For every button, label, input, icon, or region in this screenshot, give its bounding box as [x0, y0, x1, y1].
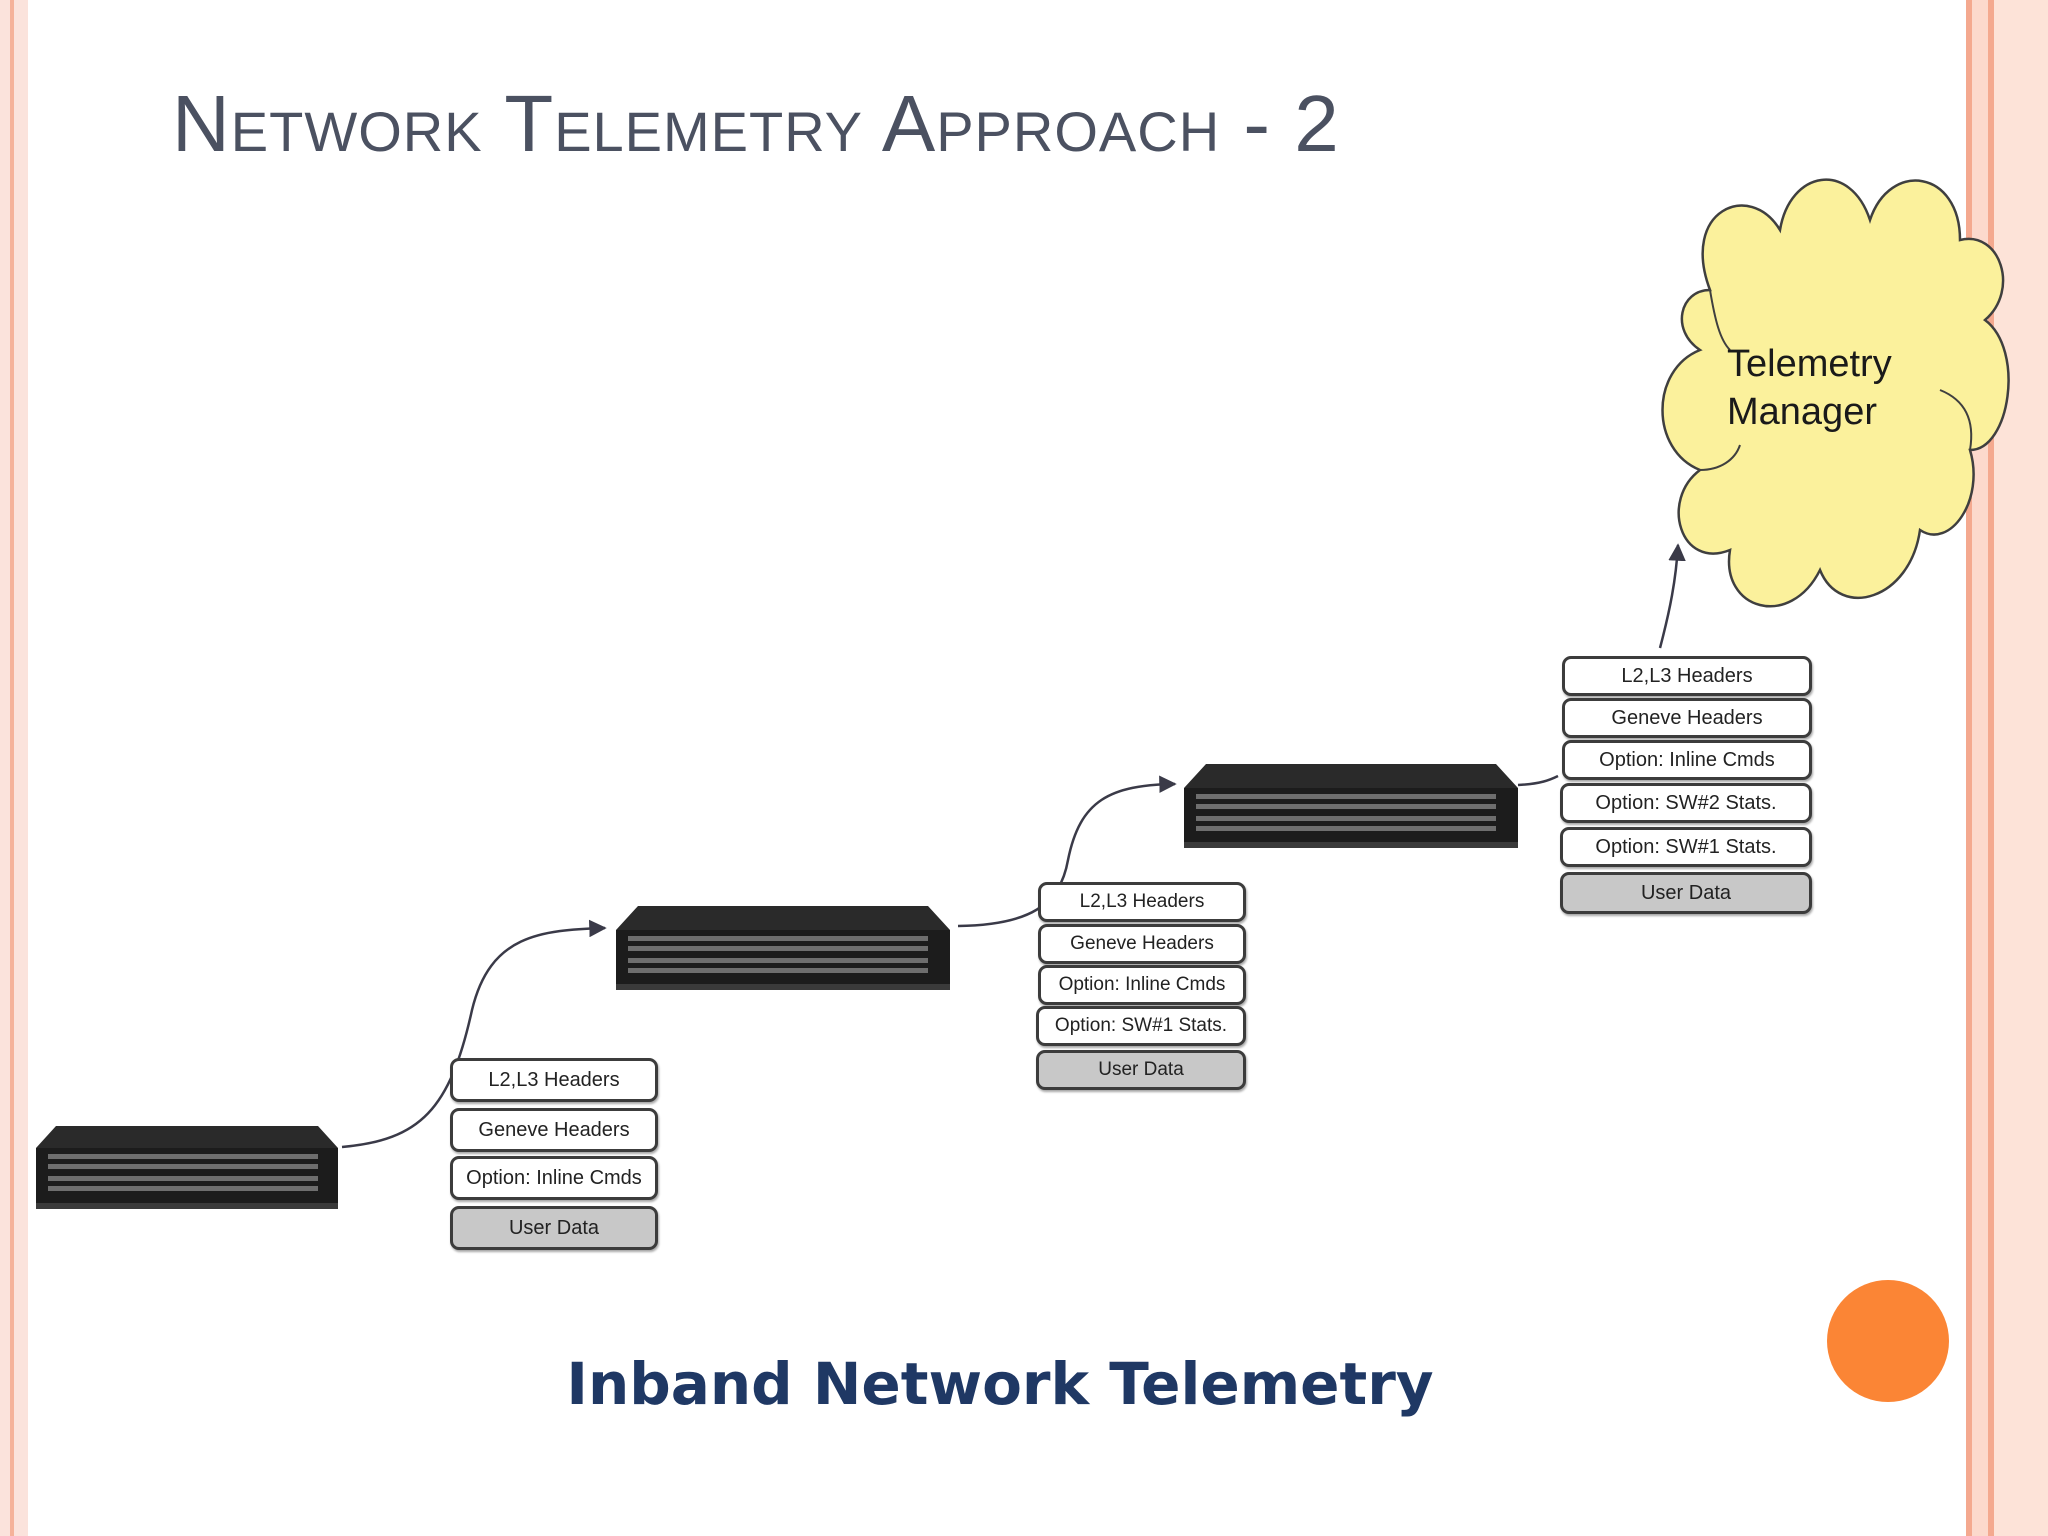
- network-switch-icon: [36, 1126, 338, 1209]
- arrow-switch3-to-cloud: [1517, 774, 1559, 787]
- left-border-decoration: [0, 0, 28, 1536]
- packet-field: Option: Inline Cmds: [450, 1156, 658, 1200]
- slide-title: Network Telemetry Approach - 2: [172, 79, 1340, 168]
- network-switch-1: [36, 1126, 338, 1216]
- packet-user-data: User Data: [450, 1206, 658, 1250]
- packet-stack-2: L2,L3 Headers Geneve Headers Option: Inl…: [1036, 882, 1246, 1090]
- packet-field: Geneve Headers: [1562, 698, 1812, 738]
- packet-field: Geneve Headers: [1038, 924, 1246, 964]
- slide-caption: Inband Network Telemetry: [566, 1350, 1434, 1418]
- packet-field: Option: SW#1 Stats.: [1036, 1006, 1246, 1046]
- packet-field: Option: Inline Cmds: [1038, 965, 1246, 1005]
- network-switch-2: [616, 906, 950, 996]
- packet-field: Option: SW#2 Stats.: [1560, 783, 1812, 823]
- packet-stack-1: L2,L3 Headers Geneve Headers Option: Inl…: [450, 1058, 658, 1252]
- cloud-icon: [1661, 178, 2010, 608]
- packet-field: L2,L3 Headers: [450, 1058, 658, 1102]
- network-switch-icon: [616, 906, 950, 990]
- packet-field: L2,L3 Headers: [1038, 882, 1246, 922]
- arrow-to-telemetry-manager: [1658, 543, 1686, 649]
- packet-field: Geneve Headers: [450, 1108, 658, 1152]
- packet-field: L2,L3 Headers: [1562, 656, 1812, 696]
- arrow-switch1-to-switch2: [341, 919, 607, 1149]
- arrow-switch2-to-switch3: [957, 775, 1177, 928]
- packet-user-data: User Data: [1036, 1050, 1246, 1090]
- telemetry-manager-label: Telemetry Manager: [1727, 343, 1892, 433]
- network-switch-3: [1184, 764, 1518, 854]
- accent-circle: [1827, 1280, 1949, 1402]
- packet-user-data: User Data: [1560, 872, 1812, 914]
- network-switch-icon: [1184, 764, 1518, 848]
- packet-field: Option: Inline Cmds: [1562, 740, 1812, 780]
- packet-field: Option: SW#1 Stats.: [1560, 827, 1812, 867]
- packet-stack-3: L2,L3 Headers Geneve Headers Option: Inl…: [1560, 656, 1812, 918]
